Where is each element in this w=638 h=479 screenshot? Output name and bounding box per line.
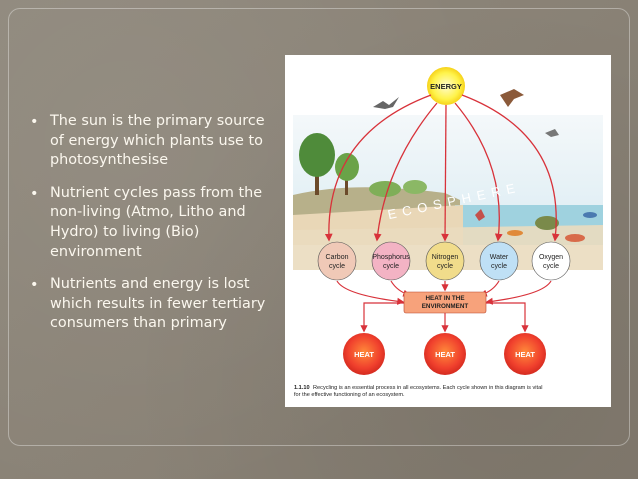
- heat-icon: [504, 333, 546, 375]
- crab-icon: [475, 209, 485, 221]
- cycle-arrow: [485, 280, 552, 305]
- ecosphere-diagram: ENERGY ECOSPHERE Carbon cycle: [285, 55, 611, 407]
- energy-arrow: [373, 102, 438, 242]
- tree-icon: [335, 153, 359, 195]
- fish-icon: [507, 230, 523, 236]
- cycle-suffix: cycle: [491, 263, 507, 270]
- landscape: [293, 89, 603, 270]
- bullet-text: The sun is the primary source of energy …: [50, 113, 265, 169]
- bullet-text: Nutrient cycles pass from the non-living…: [50, 184, 263, 260]
- heat-icon: [424, 333, 466, 375]
- heat-icon: [343, 333, 385, 375]
- energy-arrow: [461, 94, 560, 242]
- oxygen-cycle: Oxygen cycle: [531, 241, 571, 281]
- fish-icon: [583, 212, 597, 218]
- bullet-item: • Nutrient cycles pass from the non-livin…: [26, 184, 278, 262]
- heat-label: HEAT: [435, 350, 455, 359]
- eagle-icon: [500, 89, 524, 107]
- bullet-text: Nutrients and energy is lost which resul…: [50, 276, 266, 332]
- bullet-dot-icon: •: [30, 114, 39, 130]
- heat-label: HEAT: [354, 350, 374, 359]
- cycle-name: Phosphorus: [372, 254, 410, 261]
- cycle-name: Oxygen: [539, 254, 563, 261]
- cycle-suffix: cycle: [437, 263, 453, 270]
- cycle-suffix: cycle: [543, 263, 559, 270]
- shrub-icon: [369, 180, 427, 197]
- turtle-icon: [535, 216, 559, 230]
- fish-icon: [565, 234, 585, 242]
- energy-arrow: [324, 94, 432, 242]
- caption-line1: Recycling is an essential process in all…: [313, 385, 542, 391]
- caption-number: 1.1.10: [294, 385, 310, 391]
- cycle-suffix: cycle: [383, 263, 399, 270]
- energy-arrows: [324, 94, 560, 242]
- gull-icon: [545, 129, 559, 137]
- bullet-dot-icon: •: [30, 277, 39, 294]
- bullet-item: • Nutrients and energy is lost which resu…: [26, 275, 278, 334]
- cycle-suffix: cycle: [329, 263, 345, 270]
- energy-label: ENERGY: [430, 82, 462, 91]
- slide-frame: [8, 8, 630, 446]
- energy-sun-icon: [427, 67, 465, 105]
- heat-arrows: [360, 302, 529, 333]
- cycle-name: Carbon: [326, 254, 349, 261]
- ecosphere-diagram-svg: ENERGY ECOSPHERE Carbon cycle: [293, 67, 603, 398]
- bird-icon: [373, 97, 399, 109]
- phosphorus-cycle: Phosphorus cycle: [371, 241, 411, 281]
- cycle-circles: Carbon cycle Phosphorus cycle Nitrogen c…: [317, 241, 571, 281]
- bullet-dot-icon: •: [30, 185, 39, 202]
- bullet-list: • The sun is the primary source of energy…: [26, 112, 278, 347]
- cycle-arrow: [336, 280, 405, 305]
- carbon-cycle: Carbon cycle: [317, 241, 357, 281]
- heat-env-line2: ENVIRONMENT: [422, 303, 469, 310]
- heat-arrow: [360, 302, 404, 333]
- tree-icon: [299, 133, 335, 195]
- caption-line2: for the effective functioning of an ecos…: [294, 392, 405, 398]
- heat-outputs: HEAT HEAT HEAT: [343, 333, 546, 375]
- heat-arrow: [486, 302, 529, 333]
- cycle-name: Water: [490, 254, 509, 261]
- cycle-name: Nitrogen: [432, 254, 459, 261]
- nitrogen-cycle: Nitrogen cycle: [425, 241, 465, 281]
- water-cycle: Water cycle: [479, 241, 519, 281]
- energy-arrow: [441, 104, 449, 242]
- heat-env-line1: HEAT IN THE: [425, 295, 464, 302]
- energy-arrow: [454, 102, 503, 242]
- bullet-item: • The sun is the primary source of energy…: [26, 112, 278, 171]
- heat-label: HEAT: [515, 350, 535, 359]
